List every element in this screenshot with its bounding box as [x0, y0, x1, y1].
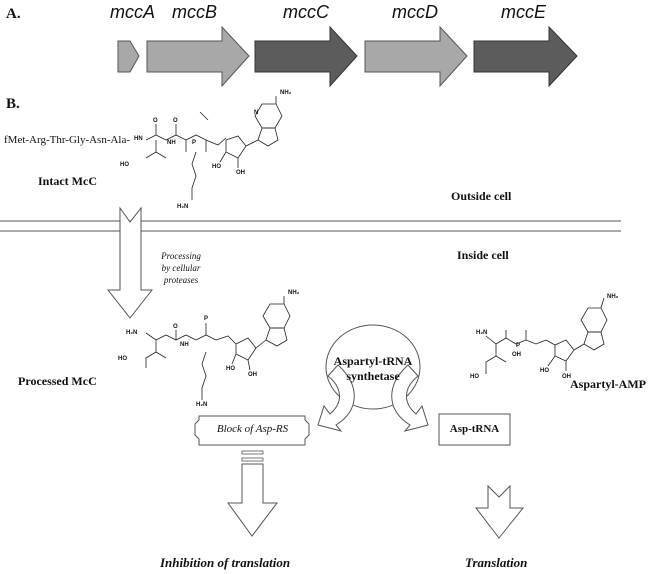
atom-ho-aspamp-ribose: HO: [540, 368, 549, 374]
translation-label: Translation: [465, 555, 528, 570]
atom-oh-aspamp-p: OH: [512, 352, 521, 358]
structure-processed: [145, 296, 291, 400]
inside-cell-label: Inside cell: [457, 248, 509, 262]
block-asp-rs-label: Block of Asp-RS: [216, 423, 289, 435]
atom-hn-intact: HN: [134, 136, 143, 142]
processed-mcc-label: Processed McC: [18, 374, 97, 388]
gene-arrow-mccB: [146, 25, 250, 88]
inhibition-label: Inhibition of translation: [160, 555, 291, 570]
curved-arrow-right: [391, 364, 429, 432]
panel-b-label: B.: [6, 96, 20, 112]
gene-arrow-mccE: [473, 25, 578, 88]
atom-ho-intact: HO: [120, 162, 129, 168]
atom-p-intact: P: [192, 140, 197, 146]
enzyme-label: Aspartyl-tRNA synthetase: [333, 354, 413, 383]
panel-a-label: A.: [6, 6, 21, 22]
atom-ho-processed-ribose: HO: [226, 366, 235, 372]
atom-o-processed: O: [173, 324, 178, 330]
asptrna-box: [438, 413, 511, 446]
processing-text: Processing by cellular proteases: [161, 251, 201, 285]
atom-oh-ribose: OH: [236, 170, 245, 176]
atom-ho-processed: HO: [118, 356, 127, 362]
atom-nh2-intact: NH₂: [280, 90, 292, 96]
atom-oh-processed-ribose: OH: [248, 372, 257, 378]
asp-trna-label: Asp-tRNA: [449, 423, 500, 435]
atom-ho-aspamp: HO: [470, 374, 479, 380]
aspartyl-amp-label: Aspartyl-AMP: [570, 377, 646, 391]
peptide-sequence: fMet-Arg-Thr-Gly-Asn-Ala-: [4, 134, 131, 146]
outside-cell-label: Outside cell: [451, 189, 512, 203]
atom-o-2: O: [173, 118, 178, 124]
gene-label-mccE: mccE: [501, 2, 546, 22]
atom-oh-aspamp-ribose: OH: [562, 374, 571, 380]
inhibition-arrow: [227, 450, 279, 537]
block-box: [194, 415, 310, 446]
atom-h2n-processed: H₂N: [126, 330, 138, 336]
gene-arrow-mccA: [117, 40, 140, 73]
structure-aspamp: [485, 297, 608, 374]
atom-ho-ribose: HO: [212, 164, 221, 170]
gene-arrow-mccC: [254, 25, 358, 88]
atom-h2n-processed-tail: H₂N: [196, 402, 208, 408]
atom-p-processed: P: [204, 316, 209, 322]
atom-h2n-intact: H₂N: [177, 204, 189, 210]
processing-arrow: [106, 206, 154, 319]
curved-arrow-left: [317, 364, 355, 432]
atom-nh-processed: NH: [180, 342, 189, 348]
translation-arrow: [474, 484, 525, 539]
atom-nh2-processed: NH₂: [288, 290, 300, 296]
gene-label-mccA: mccA: [110, 2, 155, 22]
atom-nh-intact: NH: [167, 140, 176, 146]
atom-o-1: O: [153, 118, 158, 124]
gene-label-mccD: mccD: [392, 2, 438, 22]
atom-h2n-aspamp: H₂N: [476, 330, 488, 336]
atom-p-aspamp: P: [516, 343, 521, 349]
gene-arrow-mccD: [364, 25, 468, 88]
gene-label-mccB: mccB: [172, 2, 217, 22]
structure-intact: [145, 96, 283, 200]
gene-label-mccC: mccC: [283, 2, 329, 22]
intact-mcc-label: Intact McC: [38, 174, 97, 188]
atom-n-intact: N: [254, 110, 259, 116]
atom-nh2-aspamp: NH₂: [607, 294, 619, 300]
